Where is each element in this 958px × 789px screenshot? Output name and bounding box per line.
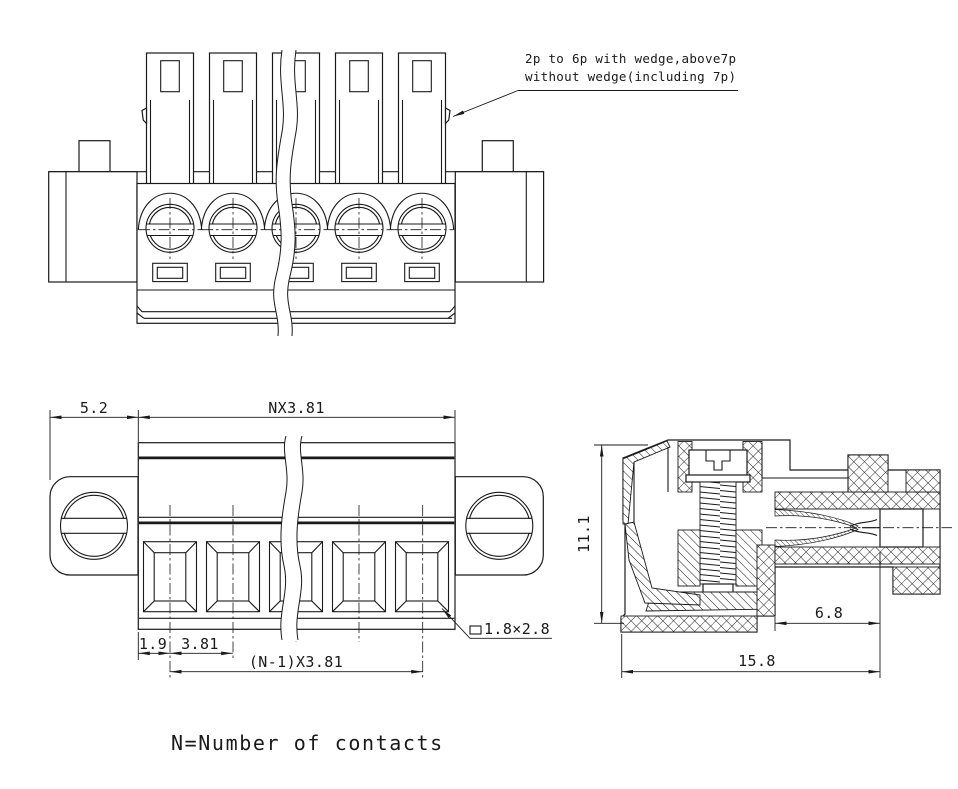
latch-nub-right: [444, 106, 451, 126]
hole-size-callout: 1.8×2.8: [441, 608, 552, 639]
dimension-pitch: 3.81: [170, 635, 233, 656]
dimension-end-offset: 1.9: [137, 632, 170, 660]
annotation-leader-arrow: [452, 90, 519, 117]
plan-left-ear: [49, 476, 139, 576]
latch-nub-left: [141, 106, 148, 126]
annotation-line2: without wedge(including 7p): [525, 69, 736, 84]
front-bottom-band: [136, 289, 456, 319]
rect-symbol-icon: [469, 625, 482, 635]
hole-leader-arrow: [441, 608, 471, 639]
front-right-ear: [454, 140, 545, 283]
dimension-height: 11.1: [575, 444, 648, 624]
dim-total-depth-label: 15.8: [738, 652, 776, 670]
base-skirt: [620, 615, 758, 633]
wire-cup: [624, 521, 701, 606]
screw-thread-shaft: [699, 481, 737, 585]
front-view: [48, 48, 545, 337]
wire-channel-top: [774, 491, 941, 510]
dim-pitch-label: 3.81: [181, 635, 219, 653]
side-section-view: 11.1 6.8 15.8: [575, 439, 952, 678]
dimension-wire-entry-depth: 6.8: [774, 552, 881, 678]
break-line-front: [273, 48, 298, 337]
wedge-annotation: 2p to 6p with wedge,above7p without wedg…: [452, 51, 738, 117]
front-left-ear: [48, 140, 138, 283]
plan-right-ear: [454, 476, 544, 576]
plan-view: 5.2 NX3.81 1.9 3.81 (N-1)X3.81 1.8×2.8: [49, 399, 552, 678]
wire-channel-bottom: [774, 546, 941, 565]
dim-total-pitch-label: NX3.81: [268, 399, 325, 417]
top-right-block: [847, 454, 889, 493]
hole-size-label: 1.8×2.8: [484, 620, 550, 638]
dim-wire-entry-label: 6.8: [815, 604, 843, 622]
annotation-line1: 2p to 6p with wedge,above7p: [525, 51, 736, 66]
wedge-towers: [141, 52, 451, 185]
dim-end-offset-label: 1.9: [139, 635, 167, 653]
wire-funnel-top: [774, 509, 859, 528]
dimension-total-pitch: NX3.81: [138, 399, 456, 442]
dimension-span: (N-1)X3.81: [170, 653, 423, 674]
contacts-note: N=Number of contacts: [171, 731, 444, 755]
dimension-total-depth: 15.8: [621, 634, 880, 678]
dim-span-label: (N-1)X3.81: [249, 653, 343, 671]
dimension-flange-5-2: 5.2: [49, 399, 139, 480]
dim-flange-label: 5.2: [80, 399, 108, 417]
wire-funnel-bottom: [774, 527, 859, 547]
dim-height-label: 11.1: [575, 515, 593, 553]
clamp-nut-left: [677, 529, 701, 587]
screw-slot: [705, 450, 731, 471]
bottom-right-block: [892, 566, 941, 595]
break-line-plan: [280, 433, 304, 642]
